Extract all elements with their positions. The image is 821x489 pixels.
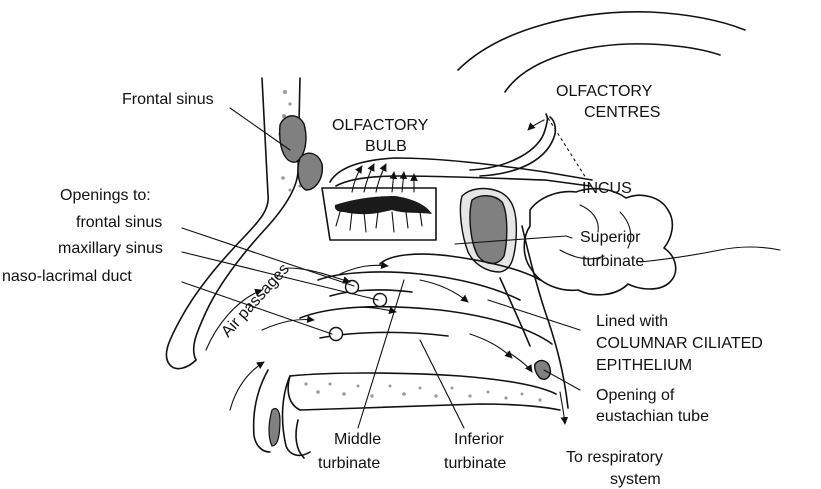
olfactory-tract: [470, 114, 586, 178]
label-olfactory-centres-line1: OLFACTORY: [556, 83, 653, 100]
label-lined-with-line3: EPITHELIUM: [596, 357, 692, 374]
label-olfactory-bulb-line2: BULB: [365, 138, 407, 155]
label-middle-turbinate-line1: Middle: [334, 431, 381, 448]
leader-lines: [182, 108, 580, 428]
brain-lower-outline: [524, 189, 780, 295]
olfactory-bulb: [330, 158, 592, 186]
label-openings-to: Openings to:: [60, 187, 151, 204]
label-middle-turbinate-line2: turbinate: [318, 455, 380, 472]
label-respiratory-line1: To respiratory: [566, 449, 663, 466]
frontal-sinus-cavity: [280, 116, 323, 190]
palate-stipple: [304, 382, 541, 401]
label-respiratory-line2: system: [610, 471, 661, 488]
label-lined-with-line2: COLUMNAR CILIATED: [596, 335, 763, 352]
label-eustachian-line1: Opening of: [596, 387, 675, 404]
label-frontal-sinus: Frontal sinus: [122, 91, 214, 108]
label-olfactory-centres-line2: CENTRES: [584, 104, 660, 121]
label-inferior-turbinate-line2: turbinate: [444, 455, 506, 472]
upper-lip-teeth: [254, 370, 310, 458]
label-opening-maxillary-sinus: maxillary sinus: [58, 240, 163, 257]
label-superior-turbinate-line2: turbinate: [582, 253, 644, 270]
label-opening-naso-lacrimal-duct: naso-lacrimal duct: [2, 268, 132, 285]
label-incus: INCUS: [582, 180, 632, 197]
label-superior-turbinate-line1: Superior: [580, 229, 641, 246]
label-olfactory-bulb-line1: OLFACTORY: [332, 117, 429, 134]
label-opening-frontal-sinus: frontal sinus: [76, 214, 162, 231]
brain-outline: [458, 12, 745, 92]
olfactory-epithelium: [322, 188, 436, 240]
label-eustachian-line2: eustachian tube: [596, 408, 709, 425]
label-lined-with-line1: Lined with: [596, 313, 668, 330]
eustachian-tube-opening: [535, 361, 551, 380]
hard-palate: [288, 373, 560, 410]
label-inferior-turbinate-line1: Inferior: [454, 431, 504, 448]
